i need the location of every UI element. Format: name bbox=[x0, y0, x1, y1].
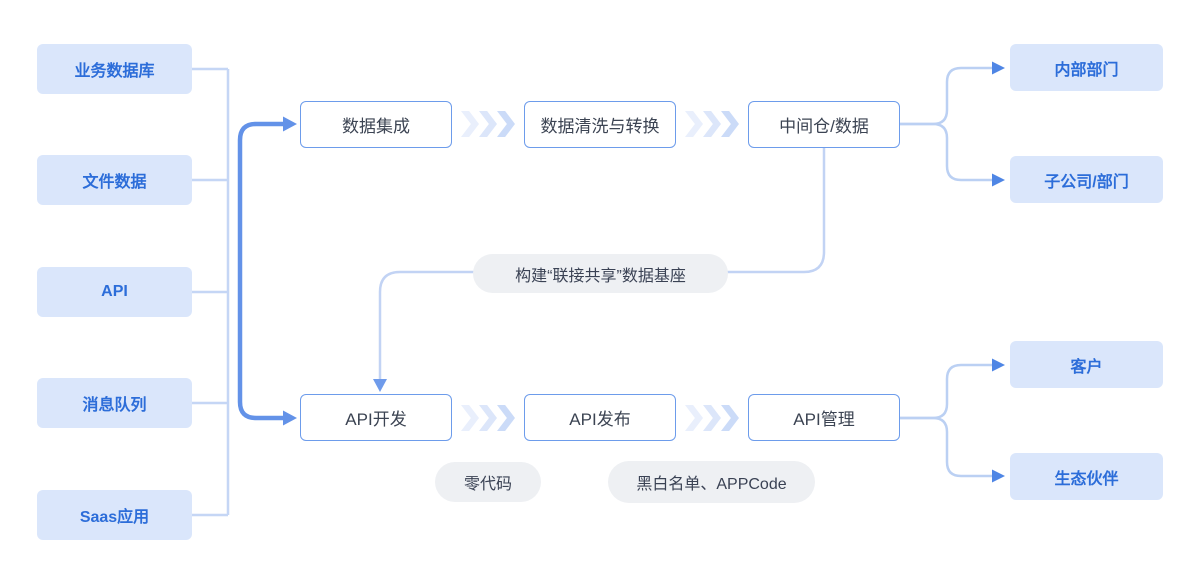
step-data-cleaning: 数据清洗与转换 bbox=[524, 101, 676, 148]
chevron-icon bbox=[461, 405, 479, 431]
annotation-zero-code-pill: 零代码 bbox=[435, 462, 541, 502]
branch-to-customer bbox=[900, 363, 992, 420]
step-api-manage: API管理 bbox=[748, 394, 900, 441]
arrowhead-customer bbox=[992, 358, 1005, 372]
source-box-message-queue: 消息队列 bbox=[37, 378, 192, 428]
consumer-subsidiary: 子公司/部门 bbox=[1010, 156, 1163, 203]
main-flow-line bbox=[237, 121, 283, 421]
chevron-icon bbox=[479, 405, 497, 431]
branch-to-subsidiary bbox=[900, 122, 992, 182]
consumer-customer: 客户 bbox=[1010, 341, 1163, 388]
step-api-publish: API发布 bbox=[524, 394, 676, 441]
consumer-eco-partner: 生态伙伴 bbox=[1010, 453, 1163, 500]
chevron-icon bbox=[685, 111, 703, 137]
chevron-icon bbox=[703, 111, 721, 137]
branch-to-internal-dept bbox=[900, 66, 992, 126]
chevron-right-icon bbox=[685, 111, 739, 137]
source-box-saas-app: Saas应用 bbox=[37, 490, 192, 540]
arrowhead-eco-partner bbox=[992, 469, 1005, 483]
annotation-data-base-pill: 构建“联接共享”数据基座 bbox=[473, 254, 728, 293]
source-box-file-data: 文件数据 bbox=[37, 155, 192, 205]
annotation-blacklist-appcode-pill: 黑白名单、APPCode bbox=[608, 461, 815, 503]
chevron-icon bbox=[721, 111, 739, 137]
chevron-icon bbox=[721, 405, 739, 431]
branch-to-eco-partner bbox=[900, 416, 992, 478]
source-box-api: API bbox=[37, 267, 192, 317]
consumer-internal-dept: 内部部门 bbox=[1010, 44, 1163, 91]
step-data-integration: 数据集成 bbox=[300, 101, 452, 148]
chevron-icon bbox=[703, 405, 721, 431]
arrowhead-internal-dept bbox=[992, 61, 1005, 75]
chevron-icon bbox=[497, 111, 515, 137]
chevron-icon bbox=[461, 111, 479, 137]
arrowhead-into-data-integration bbox=[283, 116, 297, 132]
arrowhead-subsidiary bbox=[992, 173, 1005, 187]
chevron-icon bbox=[479, 111, 497, 137]
step-data-warehouse: 中间仓/数据 bbox=[748, 101, 900, 148]
chevron-icon bbox=[497, 405, 515, 431]
chevron-right-icon bbox=[685, 405, 739, 431]
arrowhead-into-api-dev bbox=[283, 410, 297, 426]
source-box-business-db: 业务数据库 bbox=[37, 44, 192, 94]
step-api-dev: API开发 bbox=[300, 394, 452, 441]
chevron-right-icon bbox=[461, 111, 515, 137]
chevron-right-icon bbox=[461, 405, 515, 431]
chevron-icon bbox=[685, 405, 703, 431]
arrowhead-down-into-api-dev bbox=[373, 379, 387, 392]
